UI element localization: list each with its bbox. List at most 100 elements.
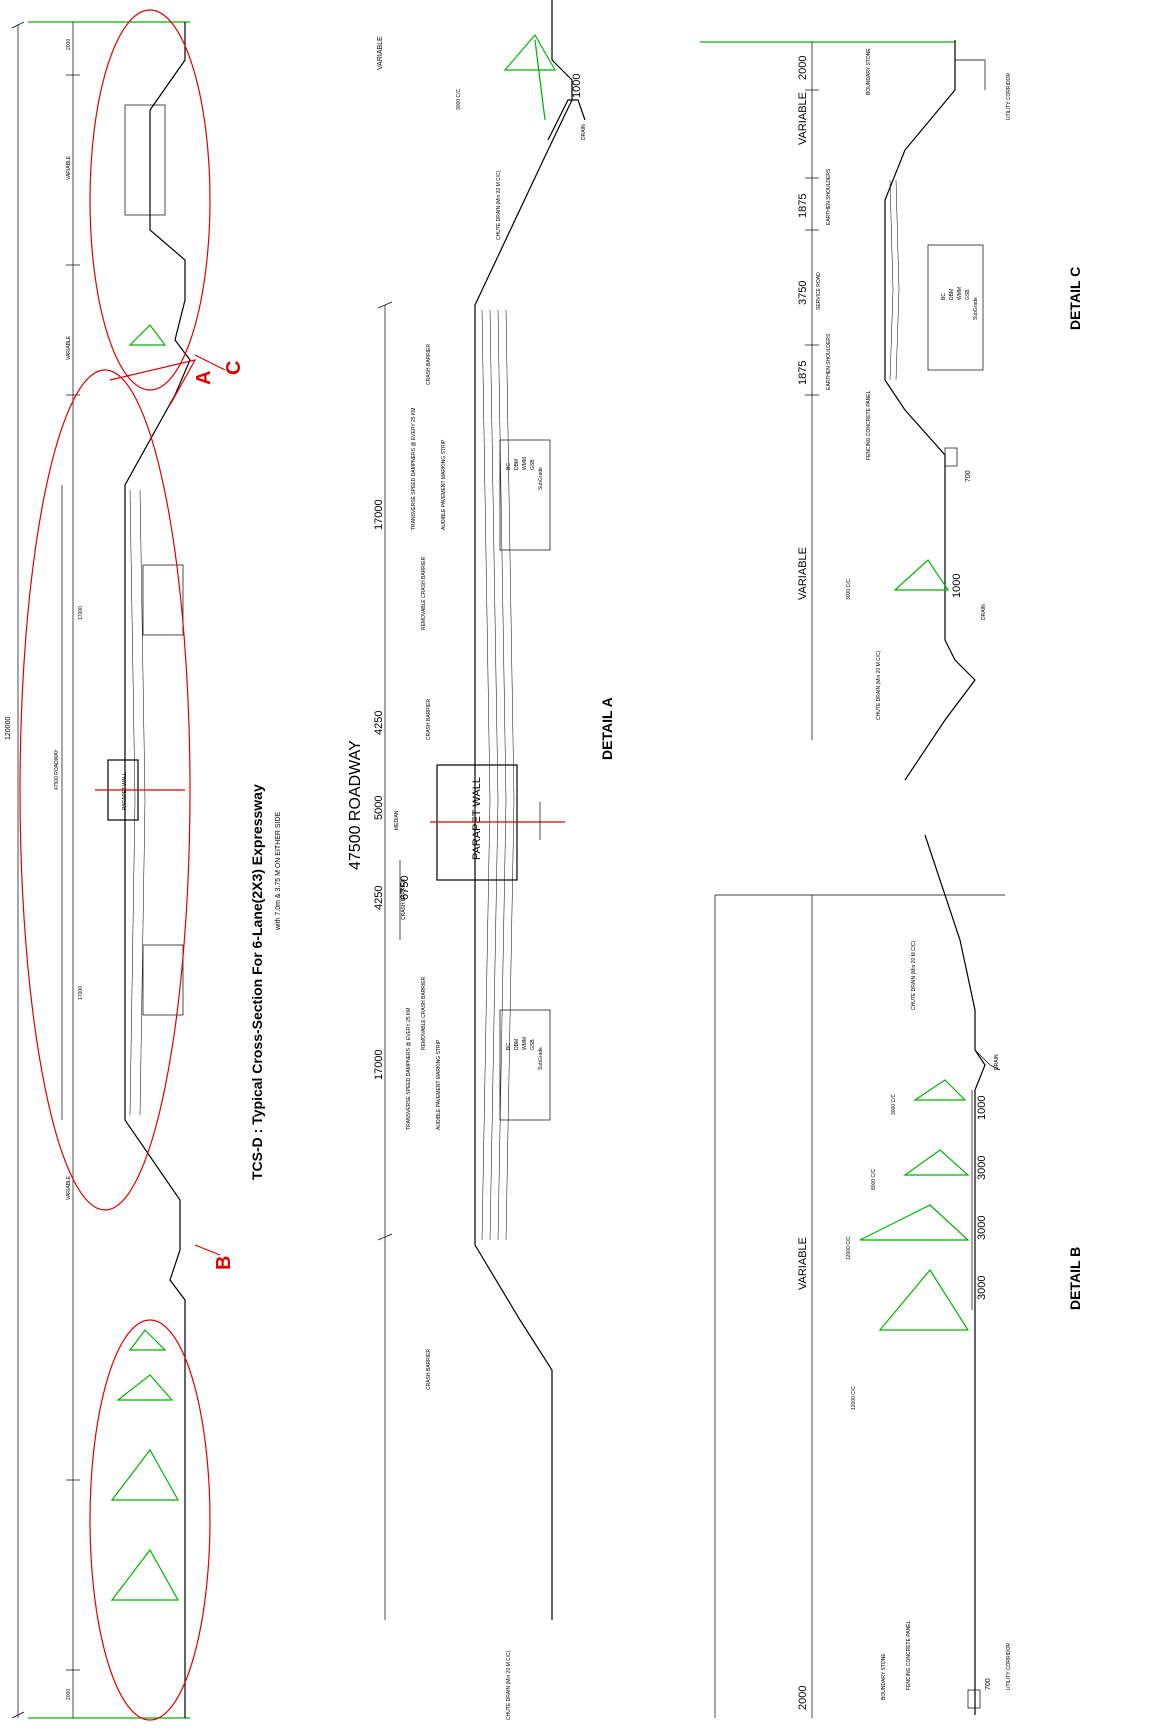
svg-text:WMM: WMM: [957, 287, 963, 300]
svg-text:TRANSVERSE SPEED DAMPNERS @ EV: TRANSVERSE SPEED DAMPNERS @ EVERY 25 KM: [411, 408, 417, 530]
svg-text:CHUTE DRAIN (Min 20 M C/C): CHUTE DRAIN (Min 20 M C/C): [506, 1650, 512, 1720]
svg-text:CHUTE DRAIN (Min 20 M C/C): CHUTE DRAIN (Min 20 M C/C): [876, 650, 882, 720]
svg-text:DBM: DBM: [514, 1039, 520, 1050]
callout-c-label: C: [223, 361, 245, 375]
svg-text:17000: 17000: [373, 1049, 385, 1080]
pavement-layers-bottom: BC DBM WMM GSB SubGrade: [506, 1037, 544, 1070]
roadway-label: 47500 ROADWAY: [347, 740, 364, 870]
svg-text:FENCING CONCRETE PANEL: FENCING CONCRETE PANEL: [906, 1620, 912, 1690]
svg-text:3000 C/C: 3000 C/C: [456, 88, 462, 110]
svg-text:5000: 5000: [373, 796, 385, 820]
service-road-layers: BC DBM WMM GSB SubGrade: [941, 287, 979, 320]
svg-text:VARIABLE: VARIABLE: [66, 335, 72, 360]
svg-text:700: 700: [965, 470, 972, 482]
svg-text:EARTHEN SHOULDERS: EARTHEN SHOULDERS: [826, 168, 832, 225]
svg-text:CHUTE DRAIN (Min 20 M C/C): CHUTE DRAIN (Min 20 M C/C): [911, 940, 917, 1010]
svg-text:VARIABLE: VARIABLE: [66, 155, 72, 180]
svg-text:MEDIAN: MEDIAN: [394, 810, 400, 830]
svg-text:CRASH BARRIER: CRASH BARRIER: [426, 1348, 432, 1390]
svg-text:DRAIN: DRAIN: [981, 604, 987, 620]
svg-text:UTILITY CORRIDOR: UTILITY CORRIDOR: [1006, 72, 1012, 120]
svg-text:TRANSVERSE SPEED DAMPNERS @ EV: TRANSVERSE SPEED DAMPNERS @ EVERY 25 KM: [406, 1008, 412, 1130]
svg-text:BOUNDARY STONE: BOUNDARY STONE: [866, 48, 872, 95]
svg-text:4250: 4250: [373, 711, 385, 735]
svg-text:SubGrade: SubGrade: [538, 1047, 544, 1070]
svg-text:BC: BC: [941, 293, 947, 300]
svg-text:1000: 1000: [951, 574, 963, 598]
svg-text:700: 700: [985, 1678, 992, 1690]
svg-text:VARIABLE: VARIABLE: [66, 1175, 72, 1200]
tree-icon: [878, 1268, 970, 1331]
svg-text:17000: 17000: [78, 986, 84, 1000]
svg-text:BOUNDARY STONE: BOUNDARY STONE: [881, 1653, 887, 1700]
svg-text:4250: 4250: [373, 886, 385, 910]
svg-text:1000: 1000: [976, 1096, 988, 1120]
callout-a-label: A: [193, 371, 215, 385]
svg-text:REMOVABLE CRASH BARRIER: REMOVABLE CRASH BARRIER: [421, 976, 427, 1050]
svg-text:SERVICE ROAD: SERVICE ROAD: [816, 272, 822, 310]
total-width-label: 120000: [5, 717, 12, 740]
variable-label-top: VARIABLE: [377, 36, 384, 70]
svg-text:UTILITY CORRIDOR: UTILITY CORRIDOR: [1006, 1642, 1012, 1690]
svg-text:2000: 2000: [797, 56, 809, 80]
svg-text:DRAIN: DRAIN: [994, 1054, 1000, 1070]
callout-b-label: B: [213, 1256, 235, 1270]
tree-icon: [859, 1204, 970, 1241]
detail-b: VARIABLE 2000 CHUTE DRAIN (Min 20 M C/C)…: [714, 834, 1083, 1718]
drawing-subtitle: with 7.0m & 3.75 M ON EITHER SIDE: [275, 811, 282, 931]
svg-text:CRASH BARRIER: CRASH BARRIER: [401, 878, 407, 920]
svg-text:SubGrade: SubGrade: [973, 297, 979, 320]
carriageway-label: 17000: [373, 499, 385, 530]
svg-text:BC: BC: [506, 463, 512, 470]
svg-text:12000 C/C: 12000 C/C: [851, 1386, 857, 1410]
svg-text:DRAIN: DRAIN: [581, 124, 587, 140]
callout-ellipse-c: [89, 9, 211, 391]
tree-icon: [110, 324, 180, 1601]
svg-text:8000 C/C: 8000 C/C: [871, 1168, 877, 1190]
svg-text:AUDIBLE PAVEMENT MARKING STRIP: AUDIBLE PAVEMENT MARKING STRIP: [436, 1039, 442, 1130]
svg-text:AUDIBLE PAVEMENT MARKING STRIP: AUDIBLE PAVEMENT MARKING STRIP: [441, 439, 447, 530]
parapet-wall-label: PARAPET WALL: [471, 777, 483, 860]
svg-text:GSB: GSB: [530, 459, 536, 470]
svg-text:1875: 1875: [797, 194, 809, 218]
svg-text:DBM: DBM: [514, 459, 520, 470]
callout-ellipse-a: [19, 369, 191, 1211]
svg-text:17000: 17000: [78, 606, 84, 620]
svg-text:REMOVABLE CRASH BARRIER: REMOVABLE CRASH BARRIER: [421, 556, 427, 630]
svg-text:WMM: WMM: [522, 457, 528, 470]
main-cross-section: 120000 2000 VARIABLE VARIABLE VARIABLE 2…: [5, 9, 282, 1721]
detail-b-title: DETAIL B: [1067, 1247, 1083, 1310]
detail-c-title: DETAIL C: [1067, 267, 1083, 330]
svg-text:SubGrade: SubGrade: [538, 467, 544, 490]
svg-text:CRASH BARRIER: CRASH BARRIER: [426, 343, 432, 385]
svg-text:3000: 3000: [976, 1276, 988, 1300]
detail-a: 17000 17000 4250 4250 5000 MEDIAN 6750 4…: [347, 0, 615, 1720]
svg-text:3000: 3000: [976, 1216, 988, 1240]
detail-b-variable: VARIABLE: [797, 1237, 809, 1290]
svg-text:3000: 3000: [976, 1156, 988, 1180]
svg-text:2000: 2000: [66, 39, 72, 50]
tree-icon: [503, 33, 557, 71]
svg-text:3000 C/C: 3000 C/C: [891, 1093, 897, 1115]
svg-text:3000 C/C: 3000 C/C: [846, 578, 852, 600]
service-road-width: 3750: [797, 281, 809, 305]
tree-icon: [903, 1149, 970, 1176]
svg-text:12000 C/C: 12000 C/C: [846, 1236, 852, 1260]
svg-text:EARTHEN SHOULDERS: EARTHEN SHOULDERS: [826, 333, 832, 390]
roadway-label-small: 47500 ROADWAY: [54, 749, 60, 790]
svg-text:DBM: DBM: [949, 289, 955, 300]
svg-text:PARAPET WALL: PARAPET WALL: [122, 772, 128, 810]
svg-text:CHUTE DRAIN (Min 20 M C/C): CHUTE DRAIN (Min 20 M C/C): [496, 170, 502, 240]
svg-text:GSB: GSB: [965, 289, 971, 300]
tree-icon: [913, 1079, 967, 1101]
svg-text:2000: 2000: [66, 1689, 72, 1700]
pavement-layers-top: BC DBM WMM GSB SubGrade: [506, 457, 544, 490]
svg-text:CRASH BARRIER: CRASH BARRIER: [426, 698, 432, 740]
svg-text:BC: BC: [506, 1043, 512, 1050]
callout-ellipse-b: [89, 1319, 211, 1721]
svg-text:2000: 2000: [797, 1686, 809, 1710]
svg-text:1875: 1875: [797, 361, 809, 385]
detail-c: 2000 VARIABLE 1875 3750 1875 EARTHEN SHO…: [700, 40, 1083, 781]
svg-text:VARIABLE: VARIABLE: [797, 547, 809, 600]
